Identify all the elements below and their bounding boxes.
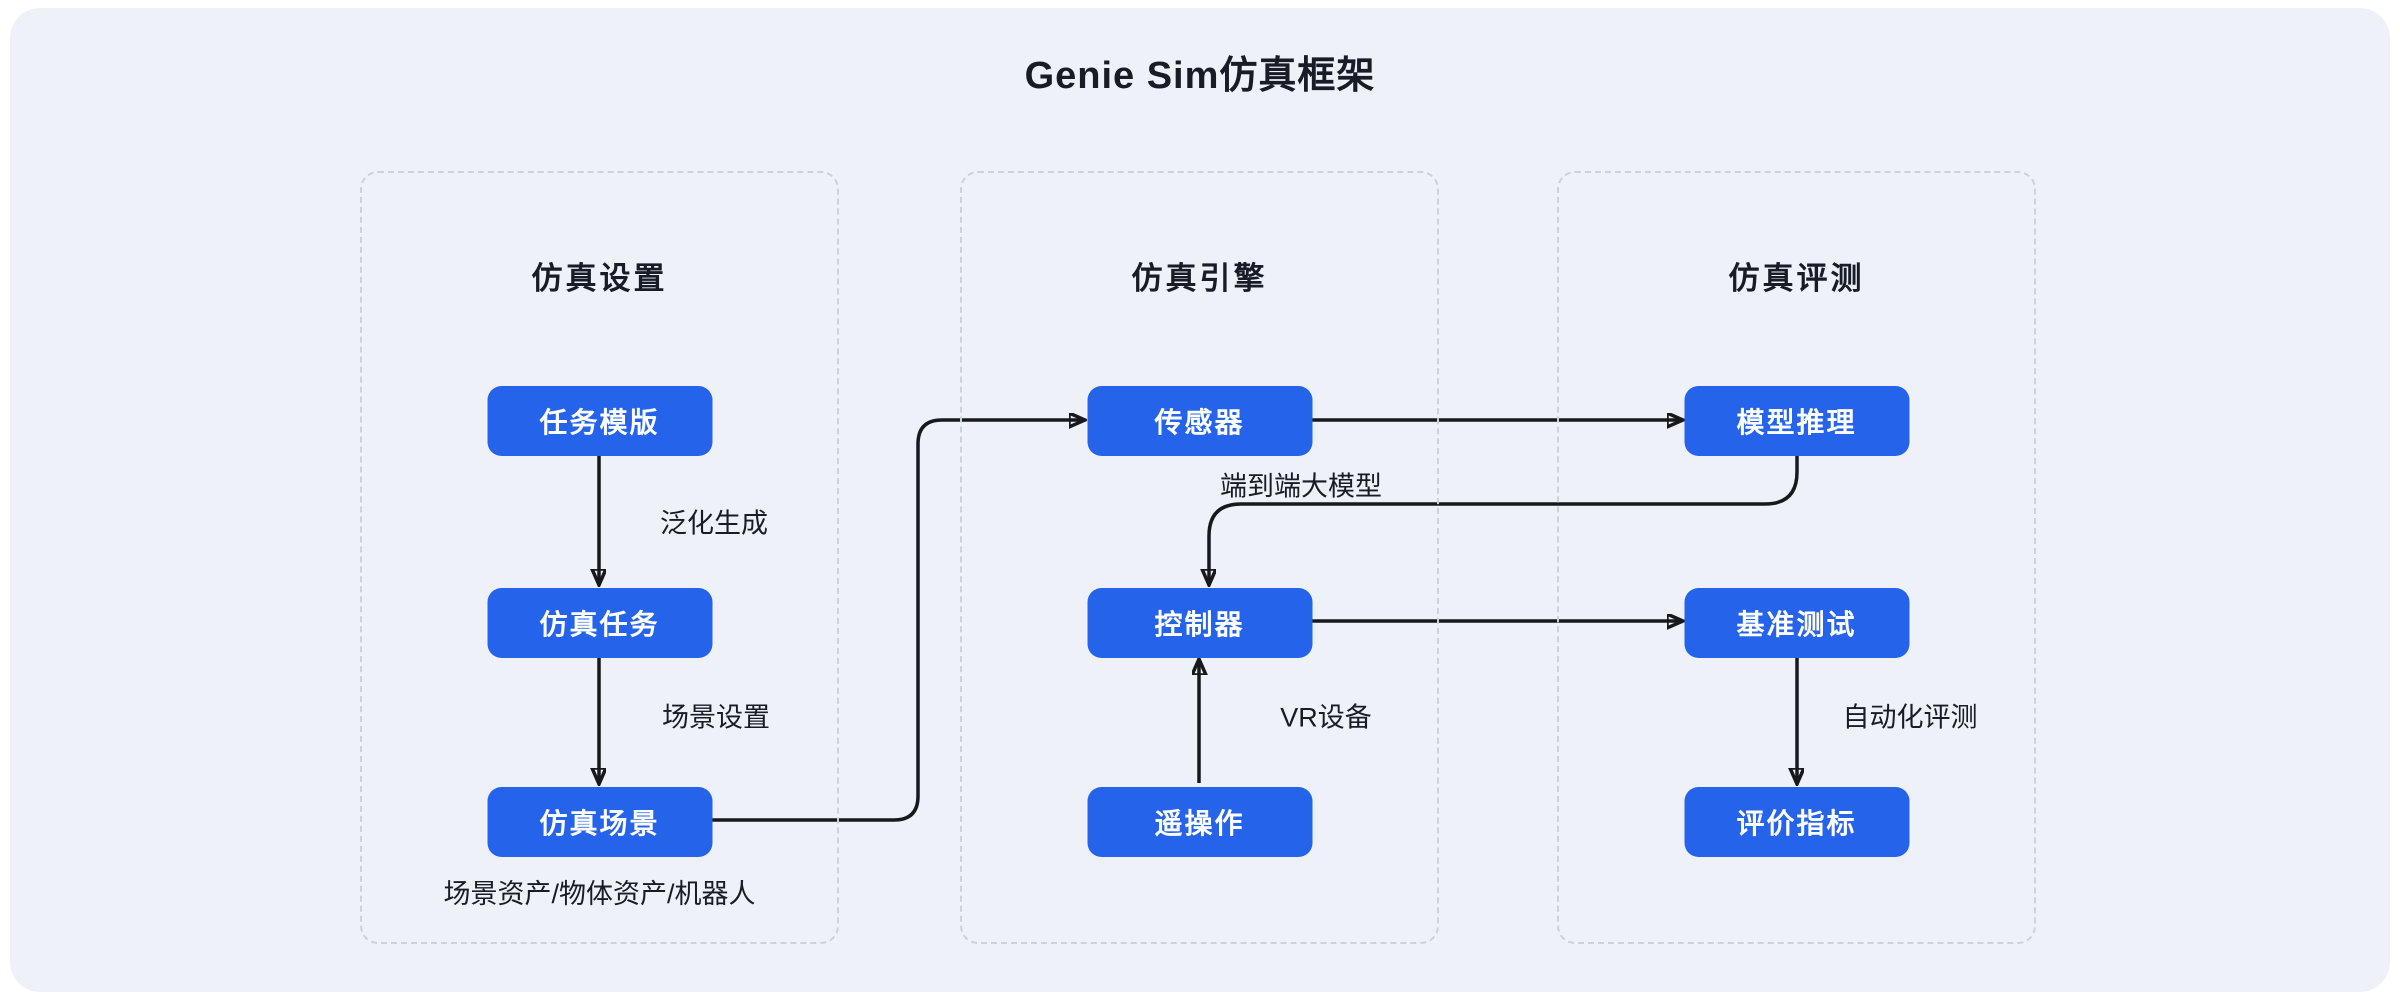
node-benchmark-test: 基准测试 bbox=[1684, 588, 1909, 658]
node-task-template: 任务模版 bbox=[487, 386, 712, 456]
node-model-inference: 模型推理 bbox=[1684, 386, 1909, 456]
node-sensor: 传感器 bbox=[1087, 386, 1312, 456]
panel-title-sim-engine: 仿真引擎 bbox=[1131, 261, 1268, 296]
panel-sim-eval: 仿真评测 模型推理 基准测试 评价指标 bbox=[1557, 171, 2036, 944]
node-controller: 控制器 bbox=[1087, 588, 1312, 658]
panel-title-sim-eval: 仿真评测 bbox=[1728, 261, 1865, 296]
node-teleoperation: 遥操作 bbox=[1087, 787, 1312, 857]
diagram-title: Genie Sim仿真框架 bbox=[1024, 55, 1376, 97]
edge-label-scene-setup: 场景设置 bbox=[662, 702, 770, 733]
node-eval-metrics: 评价指标 bbox=[1684, 787, 1909, 857]
node-sim-task: 仿真任务 bbox=[487, 588, 712, 658]
edge-label-vr-device: VR设备 bbox=[1280, 702, 1372, 733]
panel-sim-setup: 仿真设置 任务模版 仿真任务 仿真场景 场景资产/物体资产/机器人 bbox=[360, 171, 839, 944]
panel-sim-engine: 仿真引擎 传感器 控制器 遥操作 bbox=[960, 171, 1439, 944]
node-sim-scene: 仿真场景 bbox=[487, 787, 712, 857]
sim-setup-footnote: 场景资产/物体资产/机器人 bbox=[443, 879, 756, 909]
edge-label-e2e-model: 端到端大模型 bbox=[1220, 471, 1382, 502]
edge-label-generalization: 泛化生成 bbox=[660, 508, 768, 539]
panel-title-sim-setup: 仿真设置 bbox=[531, 261, 668, 296]
edge-label-auto-eval: 自动化评测 bbox=[1842, 702, 1978, 733]
